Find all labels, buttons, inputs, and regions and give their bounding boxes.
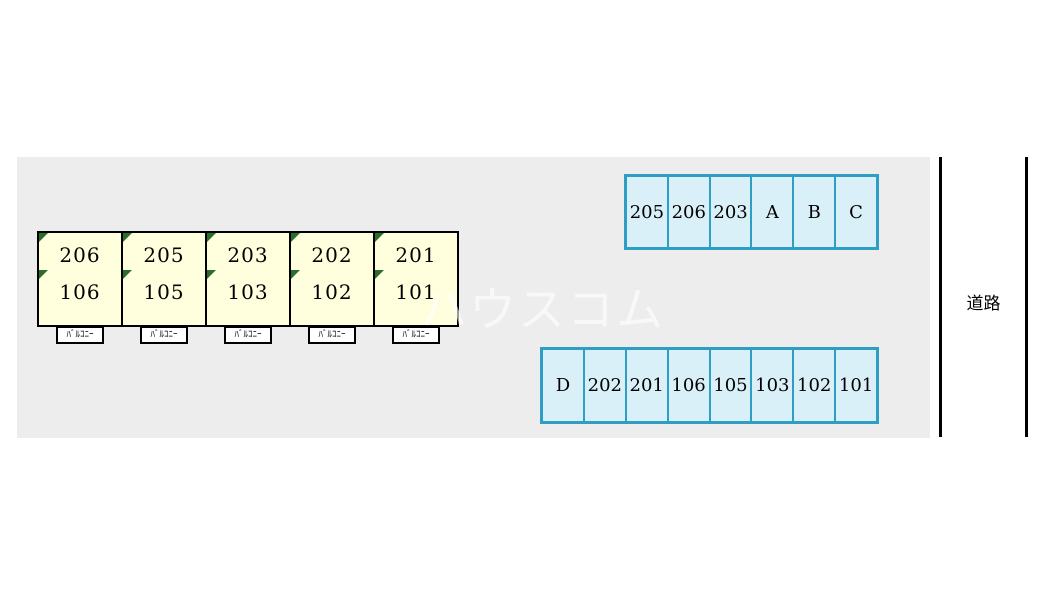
balcony-label: ﾊﾞﾙｺﾆｰ	[140, 326, 188, 344]
entrance-marker-icon	[39, 270, 48, 279]
parking-stall: 206	[666, 177, 709, 247]
parking-stall: 101	[834, 350, 876, 421]
entrance-marker-icon	[291, 233, 300, 242]
parking-row-top: 205 206 203 A B C	[624, 174, 879, 250]
balcony-label: ﾊﾞﾙｺﾆｰ	[56, 326, 104, 344]
parking-stall: 102	[792, 350, 834, 421]
parking-stall: D	[555, 375, 571, 396]
parking-stall: B	[792, 177, 834, 247]
room-number-lower: 103	[227, 280, 269, 304]
parking-stall: A	[750, 177, 792, 247]
room-number-upper: 206	[59, 243, 101, 267]
room-number-lower: 101	[395, 280, 437, 304]
balcony-label: ﾊﾞﾙｺﾆｰ	[308, 326, 356, 344]
building-unit: 206 106 ﾊﾞﾙｺﾆｰ	[37, 231, 123, 344]
parking-row-bottom: D 202 201 106 105 103 102 101	[540, 347, 879, 424]
parking-stall: 103	[750, 350, 792, 421]
balcony-label: ﾊﾞﾙｺﾆｰ	[392, 326, 440, 344]
parking-stall: 105	[708, 350, 751, 421]
entrance-marker-icon	[207, 233, 216, 242]
room-number-upper: 203	[227, 243, 269, 267]
parking-stall: 205	[629, 201, 665, 223]
room-number-lower: 106	[59, 280, 101, 304]
balcony-label: ﾊﾞﾙｺﾆｰ	[224, 326, 272, 344]
entrance-marker-icon	[123, 233, 132, 242]
parking-stall: 201	[624, 350, 667, 421]
building-unit: 203 103 ﾊﾞﾙｺﾆｰ	[205, 231, 291, 344]
room-number-upper: 202	[311, 243, 353, 267]
entrance-marker-icon	[207, 270, 216, 279]
room-number-upper: 201	[395, 243, 437, 267]
road-label: 道路	[966, 294, 1001, 314]
room-number-lower: 102	[311, 280, 353, 304]
entrance-marker-icon	[39, 233, 48, 242]
parking-stall: 202	[582, 350, 625, 421]
entrance-marker-icon	[123, 270, 132, 279]
parking-stall: 106	[666, 350, 709, 421]
road-edge-line	[939, 157, 942, 437]
entrance-marker-icon	[291, 270, 300, 279]
entrance-marker-icon	[375, 233, 384, 242]
building: 206 106 ﾊﾞﾙｺﾆｰ 205 105 ﾊﾞﾙｺﾆｰ 203 103 ﾊﾞ…	[37, 231, 459, 344]
parking-stall: 203	[708, 177, 751, 247]
road-edge-line	[1025, 157, 1028, 437]
building-unit: 201 101 ﾊﾞﾙｺﾆｰ	[373, 231, 459, 344]
parking-stall: C	[834, 177, 876, 247]
room-number-lower: 105	[143, 280, 185, 304]
building-unit: 202 102 ﾊﾞﾙｺﾆｰ	[289, 231, 375, 344]
room-number-upper: 205	[143, 243, 185, 267]
entrance-marker-icon	[375, 270, 384, 279]
building-unit: 205 105 ﾊﾞﾙｺﾆｰ	[121, 231, 207, 344]
